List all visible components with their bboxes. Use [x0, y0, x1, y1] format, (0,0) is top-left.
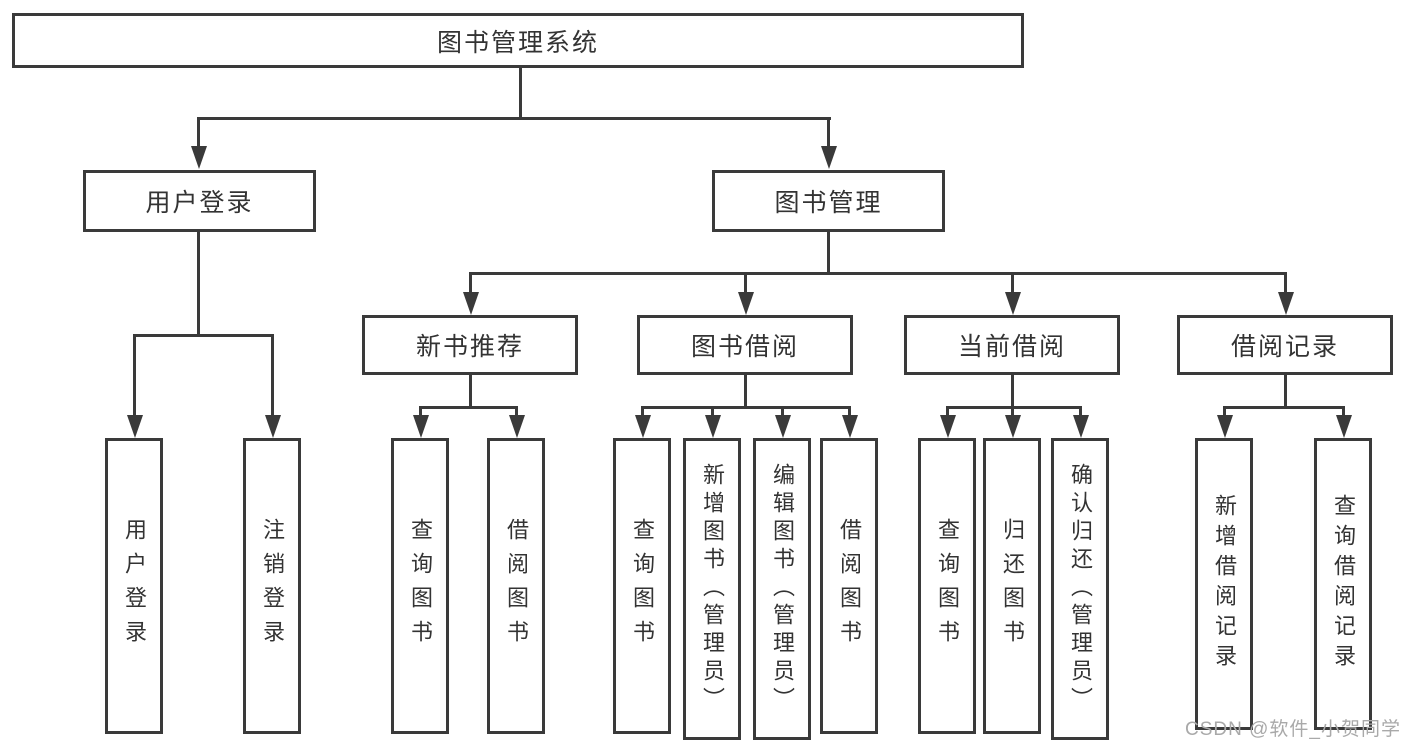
- arrow-down-icon: [1073, 415, 1089, 438]
- node-library-management-system: 图书管理系统: [12, 13, 1024, 68]
- connector-book-borrow-stub: [744, 375, 747, 407]
- leaf-query-books-borrowing: 查询图书: [613, 438, 671, 734]
- connector-drop-leaf: [419, 406, 422, 417]
- leaf-label: 注销登录: [260, 518, 285, 654]
- arrow-down-icon: [940, 415, 956, 438]
- connector-borrow-record-split: [1223, 406, 1345, 409]
- leaf-label: 查询图书: [408, 518, 433, 654]
- connector-user-login-stub: [197, 232, 200, 335]
- leaf-add-borrow-record: 新增借阅记录: [1195, 438, 1253, 730]
- arrow-down-icon: [191, 146, 207, 169]
- leaf-return-books: 归还图书: [983, 438, 1041, 734]
- leaf-logout: 注销登录: [243, 438, 301, 734]
- leaf-borrow-books: 借阅图书: [820, 438, 878, 734]
- arrow-down-icon: [705, 415, 721, 438]
- connector-drop-new-book: [469, 272, 472, 293]
- leaf-label: 查询图书: [630, 518, 655, 654]
- connector-drop-borrow-record: [1284, 272, 1287, 293]
- arrow-down-icon: [463, 292, 479, 315]
- arrow-down-icon: [842, 415, 858, 438]
- node-label: 图书管理系统: [436, 28, 599, 57]
- leaf-query-borrow-record: 查询借阅记录: [1314, 438, 1372, 730]
- arrow-down-icon: [738, 292, 754, 315]
- connector-user-login-split: [133, 334, 274, 337]
- node-book-borrowing: 图书借阅: [637, 315, 853, 375]
- connector-new-book-split: [419, 406, 518, 409]
- csdn-watermark: CSDN @软件_小贺同学: [1185, 719, 1401, 740]
- connector-drop-leaf: [1342, 406, 1345, 417]
- connector-drop-leaf: [515, 406, 518, 417]
- connector-drop-leaf: [1011, 406, 1014, 417]
- connector-new-book-stub: [469, 375, 472, 407]
- connector-drop-leaf: [1079, 406, 1082, 417]
- connector-drop-leaf: [781, 406, 784, 417]
- arrow-down-icon: [127, 415, 143, 438]
- arrow-down-icon: [1005, 292, 1021, 315]
- leaf-borrow-books-recommend: 借阅图书: [487, 438, 545, 734]
- connector-current-borrow-stub: [1011, 375, 1014, 407]
- leaf-edit-books-admin: 编辑图书（管理员）: [753, 438, 811, 740]
- arrow-down-icon: [635, 415, 651, 438]
- leaf-label: 新增借阅记录: [1212, 494, 1237, 674]
- node-new-book-recommend: 新书推荐: [362, 315, 578, 375]
- node-label: 用户登录: [145, 189, 254, 217]
- arrow-down-icon: [1278, 292, 1294, 315]
- connector-root-split: [197, 117, 831, 120]
- arrow-down-icon: [509, 415, 525, 438]
- arrow-down-icon: [775, 415, 791, 438]
- connector-drop-leaf: [133, 334, 136, 417]
- connector-borrow-record-stub: [1284, 375, 1287, 407]
- leaf-query-books-current: 查询图书: [918, 438, 976, 734]
- leaf-label: 确认归还（管理员）: [1068, 463, 1093, 715]
- connector-book-management-split: [469, 272, 1287, 275]
- arrow-down-icon: [1005, 415, 1021, 438]
- leaf-user-login: 用户登录: [105, 438, 163, 734]
- node-book-management: 图书管理: [712, 170, 945, 232]
- node-user-login: 用户登录: [83, 170, 316, 232]
- connector-drop-leaf: [271, 334, 274, 417]
- arrow-down-icon: [1336, 415, 1352, 438]
- leaf-label: 借阅图书: [504, 518, 529, 654]
- leaf-label: 借阅图书: [837, 518, 862, 654]
- connector-drop-leaf: [1223, 406, 1226, 417]
- leaf-label: 查询借阅记录: [1331, 494, 1356, 674]
- node-label: 借阅记录: [1230, 333, 1339, 361]
- arrow-down-icon: [265, 415, 281, 438]
- arrow-down-icon: [821, 146, 837, 169]
- connector-current-borrow-split: [946, 406, 1082, 409]
- connector-drop-current-borrow: [1011, 272, 1014, 293]
- leaf-label: 新增图书（管理员）: [700, 463, 725, 715]
- connector-drop-leaf: [848, 406, 851, 417]
- leaf-query-books-recommend: 查询图书: [391, 438, 449, 734]
- node-current-borrowing: 当前借阅: [904, 315, 1120, 375]
- connector-drop-leaf: [946, 406, 949, 417]
- node-label: 图书管理: [774, 189, 883, 217]
- node-label: 图书借阅: [690, 333, 799, 361]
- leaf-label: 归还图书: [1000, 518, 1025, 654]
- leaf-label: 查询图书: [935, 518, 960, 654]
- connector-drop-leaf: [641, 406, 644, 417]
- leaf-label: 编辑图书（管理员）: [770, 463, 795, 715]
- connector-drop-book-management: [827, 117, 830, 149]
- connector-drop-leaf: [711, 406, 714, 417]
- node-label: 新书推荐: [415, 333, 524, 361]
- node-borrowing-records: 借阅记录: [1177, 315, 1393, 375]
- leaf-confirm-return-admin: 确认归还（管理员）: [1051, 438, 1109, 740]
- leaf-add-books-admin: 新增图书（管理员）: [683, 438, 741, 740]
- connector-drop-user-login: [197, 117, 200, 149]
- arrow-down-icon: [413, 415, 429, 438]
- node-label: 当前借阅: [957, 333, 1066, 361]
- arrow-down-icon: [1217, 415, 1233, 438]
- connector-drop-book-borrow: [744, 272, 747, 293]
- connector-book-management-stub: [827, 232, 830, 273]
- connector-book-borrow-split: [641, 406, 851, 409]
- connector-root-stub: [519, 68, 522, 118]
- leaf-label: 用户登录: [122, 518, 147, 654]
